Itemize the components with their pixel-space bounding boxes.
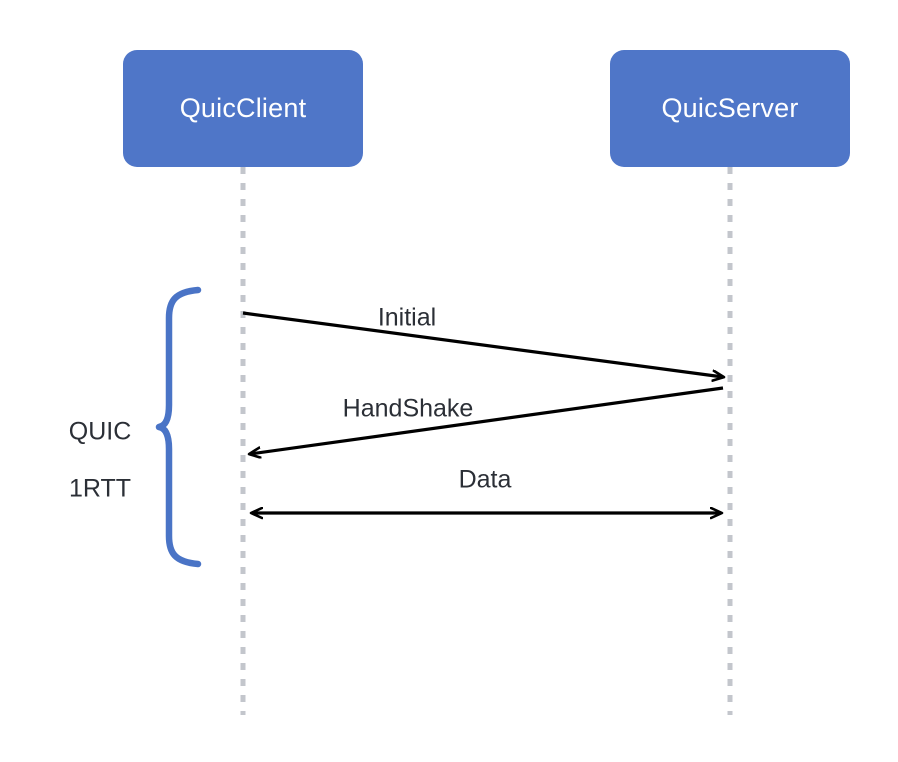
- participant-box-client[interactable]: QuicClient: [123, 50, 363, 167]
- participant-label-server: QuicServer: [661, 93, 799, 123]
- span-label-1rtt: 1RTT: [68, 474, 132, 503]
- quic-1rtt-brace: [155, 286, 202, 568]
- span-label-quic: QUIC: [68, 417, 132, 446]
- message-label-handshake: HandShake: [342, 394, 474, 423]
- message-arrow-handshake: [250, 386, 724, 454]
- message-arrow-initial: [242, 311, 723, 377]
- message-label-initial: Initial: [377, 303, 437, 332]
- message-label-data: Data: [458, 465, 512, 494]
- participant-label-client: QuicClient: [179, 93, 307, 123]
- participant-box-server[interactable]: QuicServer: [610, 50, 850, 167]
